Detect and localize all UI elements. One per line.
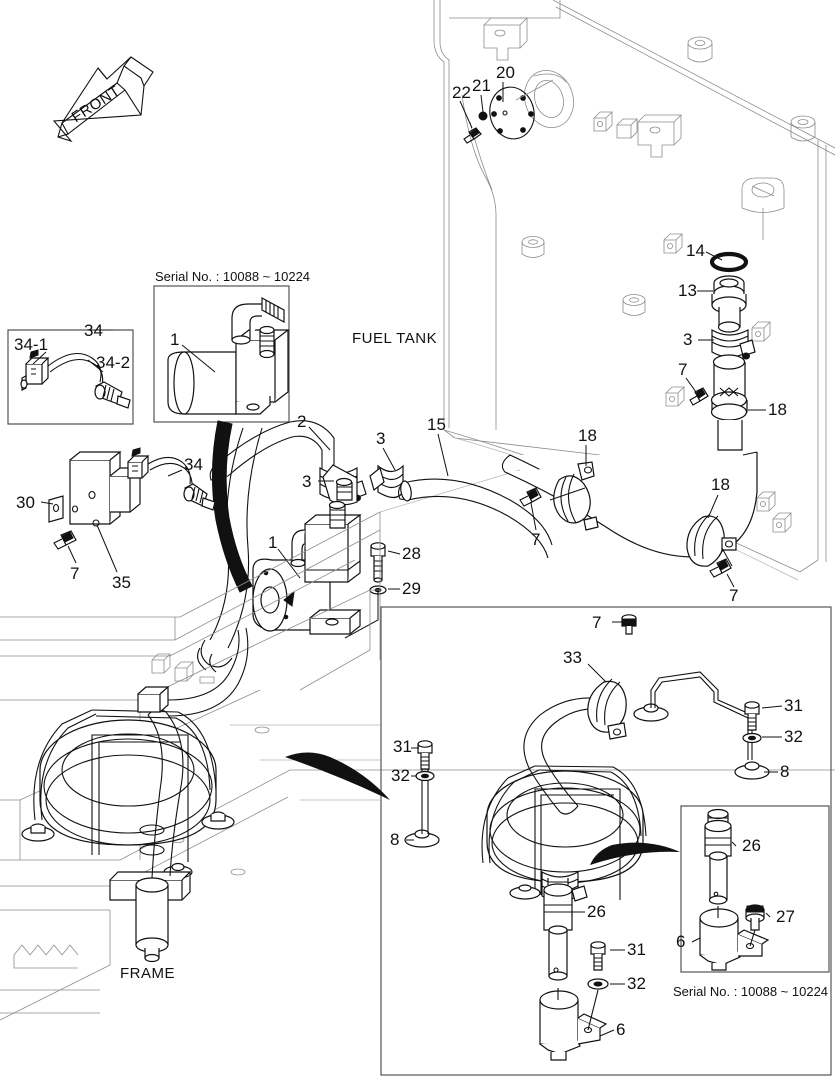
washer-32-right xyxy=(742,732,762,744)
callout-21: 21 xyxy=(472,76,491,95)
strap-foot-2 xyxy=(201,811,235,830)
frame-label: FRAME xyxy=(120,965,175,982)
callout-32-inset: 32 xyxy=(627,974,646,993)
callout-34-1: 34-1 xyxy=(14,335,48,354)
switch-34-bracket xyxy=(127,447,216,511)
reservoir-tank xyxy=(21,627,249,963)
serial-note-top-text: Serial No. : 10088 ~ 10224 xyxy=(155,269,310,284)
inset-pointer-arrow-2 xyxy=(590,842,680,865)
inset-pointer-arrow-1 xyxy=(285,752,390,800)
callout-32-right: 32 xyxy=(784,727,803,746)
callout-28: 28 xyxy=(402,544,421,563)
callout-18-hose-right: 18 xyxy=(711,475,730,494)
callout-34-bracket: 34 xyxy=(184,455,203,474)
black-hose xyxy=(211,420,253,593)
tank-bracket-2 xyxy=(616,114,682,158)
bolt-31-left xyxy=(417,740,433,770)
o-ring-14 xyxy=(709,251,749,273)
callout-7-inset: 7 xyxy=(592,613,601,632)
inset-34: 34 34-1 34-2 xyxy=(7,321,134,425)
hose-clamp-18-left xyxy=(553,461,599,531)
bolt-7-hose-left xyxy=(519,487,542,507)
callout-35: 35 xyxy=(112,573,131,592)
sub-inset: 27 26 6 xyxy=(676,805,830,973)
hose-clamp-18-right xyxy=(686,513,737,567)
inset-filter-26 xyxy=(539,878,608,1061)
callout-31-inset: 31 xyxy=(627,940,646,959)
washer-32-inset-lower xyxy=(587,978,609,1031)
callout-34-inset: 34 xyxy=(84,321,103,340)
bolt-7-right xyxy=(689,387,709,406)
bolt-7-inset xyxy=(621,614,637,635)
sub-inset-frame xyxy=(680,805,830,973)
callout-7-hose-left: 7 xyxy=(531,530,540,549)
callout-1-center: 1 xyxy=(268,533,277,552)
callout-13: 13 xyxy=(678,281,697,300)
washer-32-left xyxy=(415,770,435,782)
fuel-tank-label: FUEL TANK xyxy=(352,330,437,347)
callout-3-right: 3 xyxy=(683,330,692,349)
inset-reservoir xyxy=(404,703,770,900)
gasket-assembly-20: 20 21 22 xyxy=(452,63,554,144)
callout-27: 27 xyxy=(776,907,795,926)
fuel-hose-assembly: 18 7 18 7 xyxy=(501,426,758,605)
bolt-31-right xyxy=(744,701,760,731)
tank-cube-fittings xyxy=(593,111,792,533)
serial-inset-top: Serial No. : 10088 ~ 10224 1 xyxy=(153,269,310,423)
hose-clamp-3-right xyxy=(711,328,756,360)
callout-2: 2 xyxy=(297,412,306,431)
bolt-31-inset-lower xyxy=(590,941,606,971)
callout-34-2: 34-2 xyxy=(96,353,130,372)
bolt-7-hose-right xyxy=(709,558,732,578)
callout-26-sub: 26 xyxy=(742,836,761,855)
callout-8-right: 8 xyxy=(780,762,789,781)
callout-32-left: 32 xyxy=(391,766,410,785)
callout-7-right: 7 xyxy=(678,360,687,379)
tank-bosses xyxy=(521,36,816,316)
pump-inset-drawing xyxy=(167,296,290,415)
callout-3-c1: 3 xyxy=(376,429,385,448)
callout-3-c2: 3 xyxy=(302,472,311,491)
callout-7-bracket: 7 xyxy=(70,564,79,583)
strap-foot-1 xyxy=(21,823,55,842)
filler-neck-stack: 14 13 3 7 18 xyxy=(678,208,787,451)
callout-31-left: 31 xyxy=(393,737,412,756)
filler-neck-18 xyxy=(710,354,748,451)
wire-connector xyxy=(94,381,131,409)
bottom-inset-panel: 27 26 6 Serial No. : 10088 ~ 10224 7 33 … xyxy=(285,606,832,1076)
tank-flange xyxy=(524,70,574,128)
frame-assembly: FRAME xyxy=(0,511,835,1021)
callout-6-sub: 6 xyxy=(676,932,685,951)
callout-26-inset: 26 xyxy=(587,902,606,921)
serial-note-bottom-text: Serial No. : 10088 ~ 10224 xyxy=(673,984,828,999)
callout-30: 30 xyxy=(16,493,35,512)
callout-22: 22 xyxy=(452,83,471,102)
callout-18-right: 18 xyxy=(768,400,787,419)
callout-7-hose-right: 7 xyxy=(729,586,738,605)
callout-6-inset: 6 xyxy=(616,1020,625,1039)
fuel-pump-assembly: 28 29 1 xyxy=(197,420,421,673)
callout-15: 15 xyxy=(427,415,446,434)
tank-bracket-1 xyxy=(483,17,528,61)
bracket-assembly-35: 30 35 7 34 xyxy=(16,447,216,592)
callout-18-hose-left: 18 xyxy=(578,426,597,445)
switch-34-1 xyxy=(20,349,50,391)
bolt-27 xyxy=(745,904,765,947)
bottom-inset-frame xyxy=(380,606,832,1076)
callout-8-left: 8 xyxy=(390,830,399,849)
callout-14: 14 xyxy=(686,241,705,260)
callout-29: 29 xyxy=(402,579,421,598)
callout-20: 20 xyxy=(496,63,515,82)
bolt-7-bracket xyxy=(53,530,77,550)
adapter-13 xyxy=(711,275,747,333)
callout-31-right: 31 xyxy=(784,696,803,715)
callout-1-inset: 1 xyxy=(170,330,179,349)
callout-33: 33 xyxy=(563,648,582,667)
